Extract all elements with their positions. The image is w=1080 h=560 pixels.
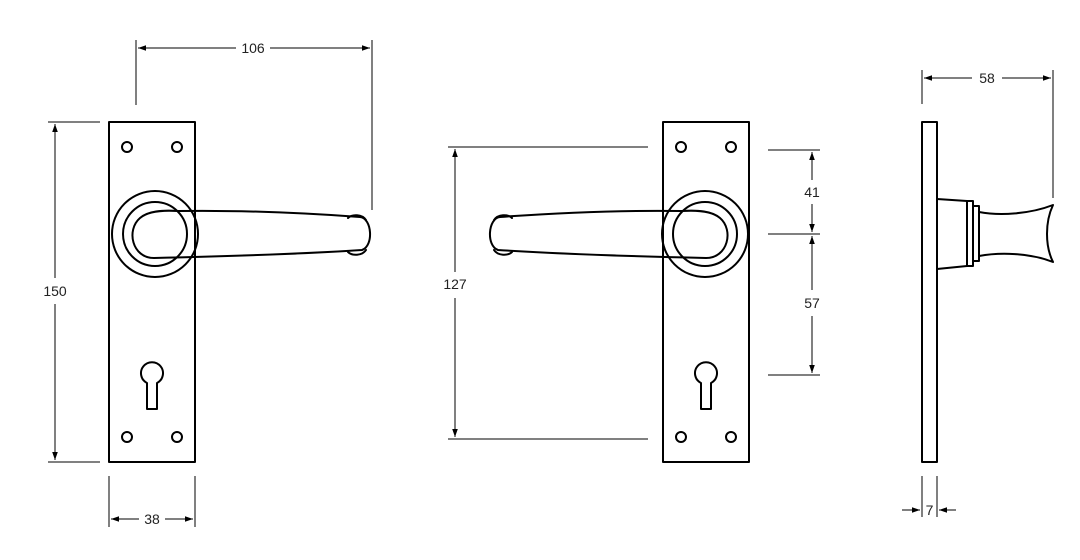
dim-label-7: 7 (926, 502, 934, 518)
dim-label-57: 57 (804, 295, 820, 311)
lever-rose (111, 190, 199, 278)
dim-handle-projection: 106 (135, 40, 373, 210)
screw-hole (725, 431, 737, 443)
neck-ring (972, 205, 980, 262)
backplate-edge (921, 121, 938, 463)
rear-view: 127 41 57 (443, 121, 820, 463)
rose-profile (936, 198, 968, 270)
screw-hole (725, 141, 737, 153)
dim-label-150: 150 (43, 283, 67, 299)
lever-handle (489, 209, 729, 259)
lever-tip (493, 214, 513, 256)
lever-handle (131, 209, 371, 259)
dim-plate-width: 38 (108, 476, 196, 527)
side-view: 58 7 (902, 70, 1054, 518)
lever-side-profile (978, 204, 1054, 263)
backplate (108, 121, 196, 463)
screw-hole (171, 141, 183, 153)
lever-tip (347, 214, 367, 256)
dim-label-38: 38 (144, 511, 160, 527)
keyhole (694, 361, 718, 410)
front-view: 106 150 38 (43, 40, 373, 527)
screw-hole (121, 141, 133, 153)
screw-hole (121, 431, 133, 443)
lever-rose (661, 190, 749, 278)
dim-plate-thickness: 7 (902, 476, 956, 518)
dim-label-58: 58 (979, 70, 995, 86)
dim-plate-height: 150 (43, 121, 100, 463)
backplate (662, 121, 750, 463)
dim-right-stack: 41 57 (768, 149, 820, 376)
screw-hole (675, 431, 687, 443)
dim-projection: 58 (921, 70, 1054, 198)
dim-label-106: 106 (241, 40, 265, 56)
screw-hole (675, 141, 687, 153)
dim-spindle-to-keyhole: 127 (443, 146, 648, 440)
dim-label-127: 127 (443, 276, 467, 292)
dim-label-41: 41 (804, 184, 820, 200)
screw-hole (171, 431, 183, 443)
keyhole (140, 361, 164, 410)
